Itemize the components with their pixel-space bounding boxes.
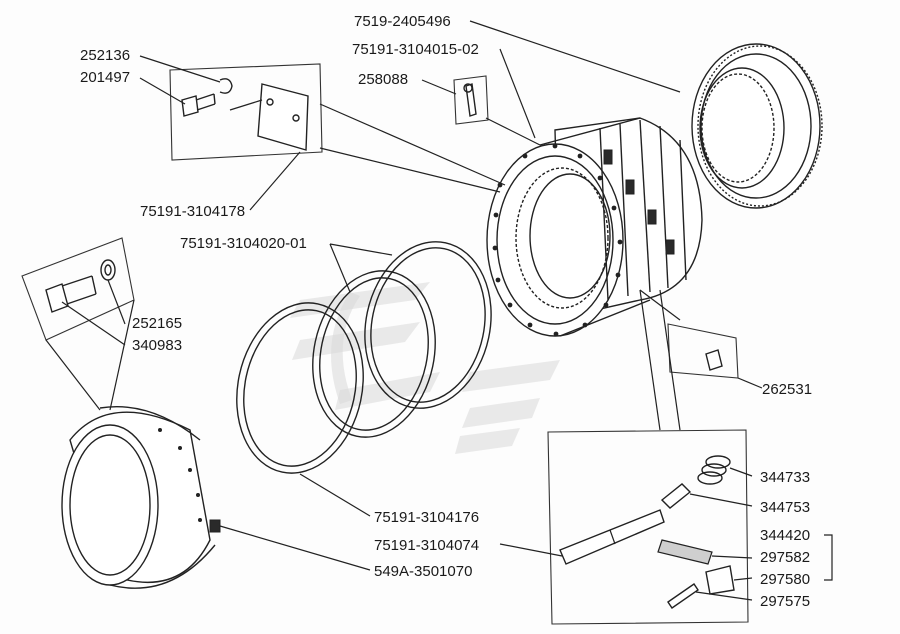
ring-75191-3104020-01-b <box>312 270 436 438</box>
label-262531: 262531 <box>762 381 812 398</box>
cylinder-housing-549A-3501070 <box>61 405 221 589</box>
label-252136: 252136 <box>80 47 130 64</box>
bolt-assembly-box <box>21 237 135 341</box>
main-housing-75191-3104015-02 <box>486 117 703 337</box>
label-344753: 344753 <box>760 499 810 516</box>
label-297575: 297575 <box>760 593 810 610</box>
label-7519-2405496: 7519-2405496 <box>354 13 451 30</box>
label-340983: 340983 <box>132 337 182 354</box>
gear-ring-7519-2405496 <box>691 43 823 209</box>
plate-assembly-box <box>169 63 323 161</box>
watermark-logo <box>290 282 560 454</box>
label-344420: 344420 <box>760 527 810 544</box>
label-344733: 344733 <box>760 469 810 486</box>
label-75191-3104020-01: 75191-3104020-01 <box>180 235 307 252</box>
label-75191-3104176: 75191-3104176 <box>374 509 479 526</box>
label-297582: 297582 <box>760 549 810 566</box>
pin-assembly-box <box>547 429 749 625</box>
ring-75191-3104176 <box>236 302 364 474</box>
label-75191-3104178: 75191-3104178 <box>140 203 245 220</box>
fitting-262531-box <box>667 323 739 379</box>
label-252165: 252165 <box>132 315 182 332</box>
leader-lines <box>45 20 833 601</box>
label-201497: 201497 <box>80 69 130 86</box>
label-258088: 258088 <box>358 71 408 88</box>
label-75191-3104074: 75191-3104074 <box>374 537 479 554</box>
screw-258088-box <box>453 75 489 125</box>
label-297580: 297580 <box>760 571 810 588</box>
label-75191-3104015-02: 75191-3104015-02 <box>352 41 479 58</box>
label-549A-3501070: 549A-3501070 <box>374 563 472 580</box>
